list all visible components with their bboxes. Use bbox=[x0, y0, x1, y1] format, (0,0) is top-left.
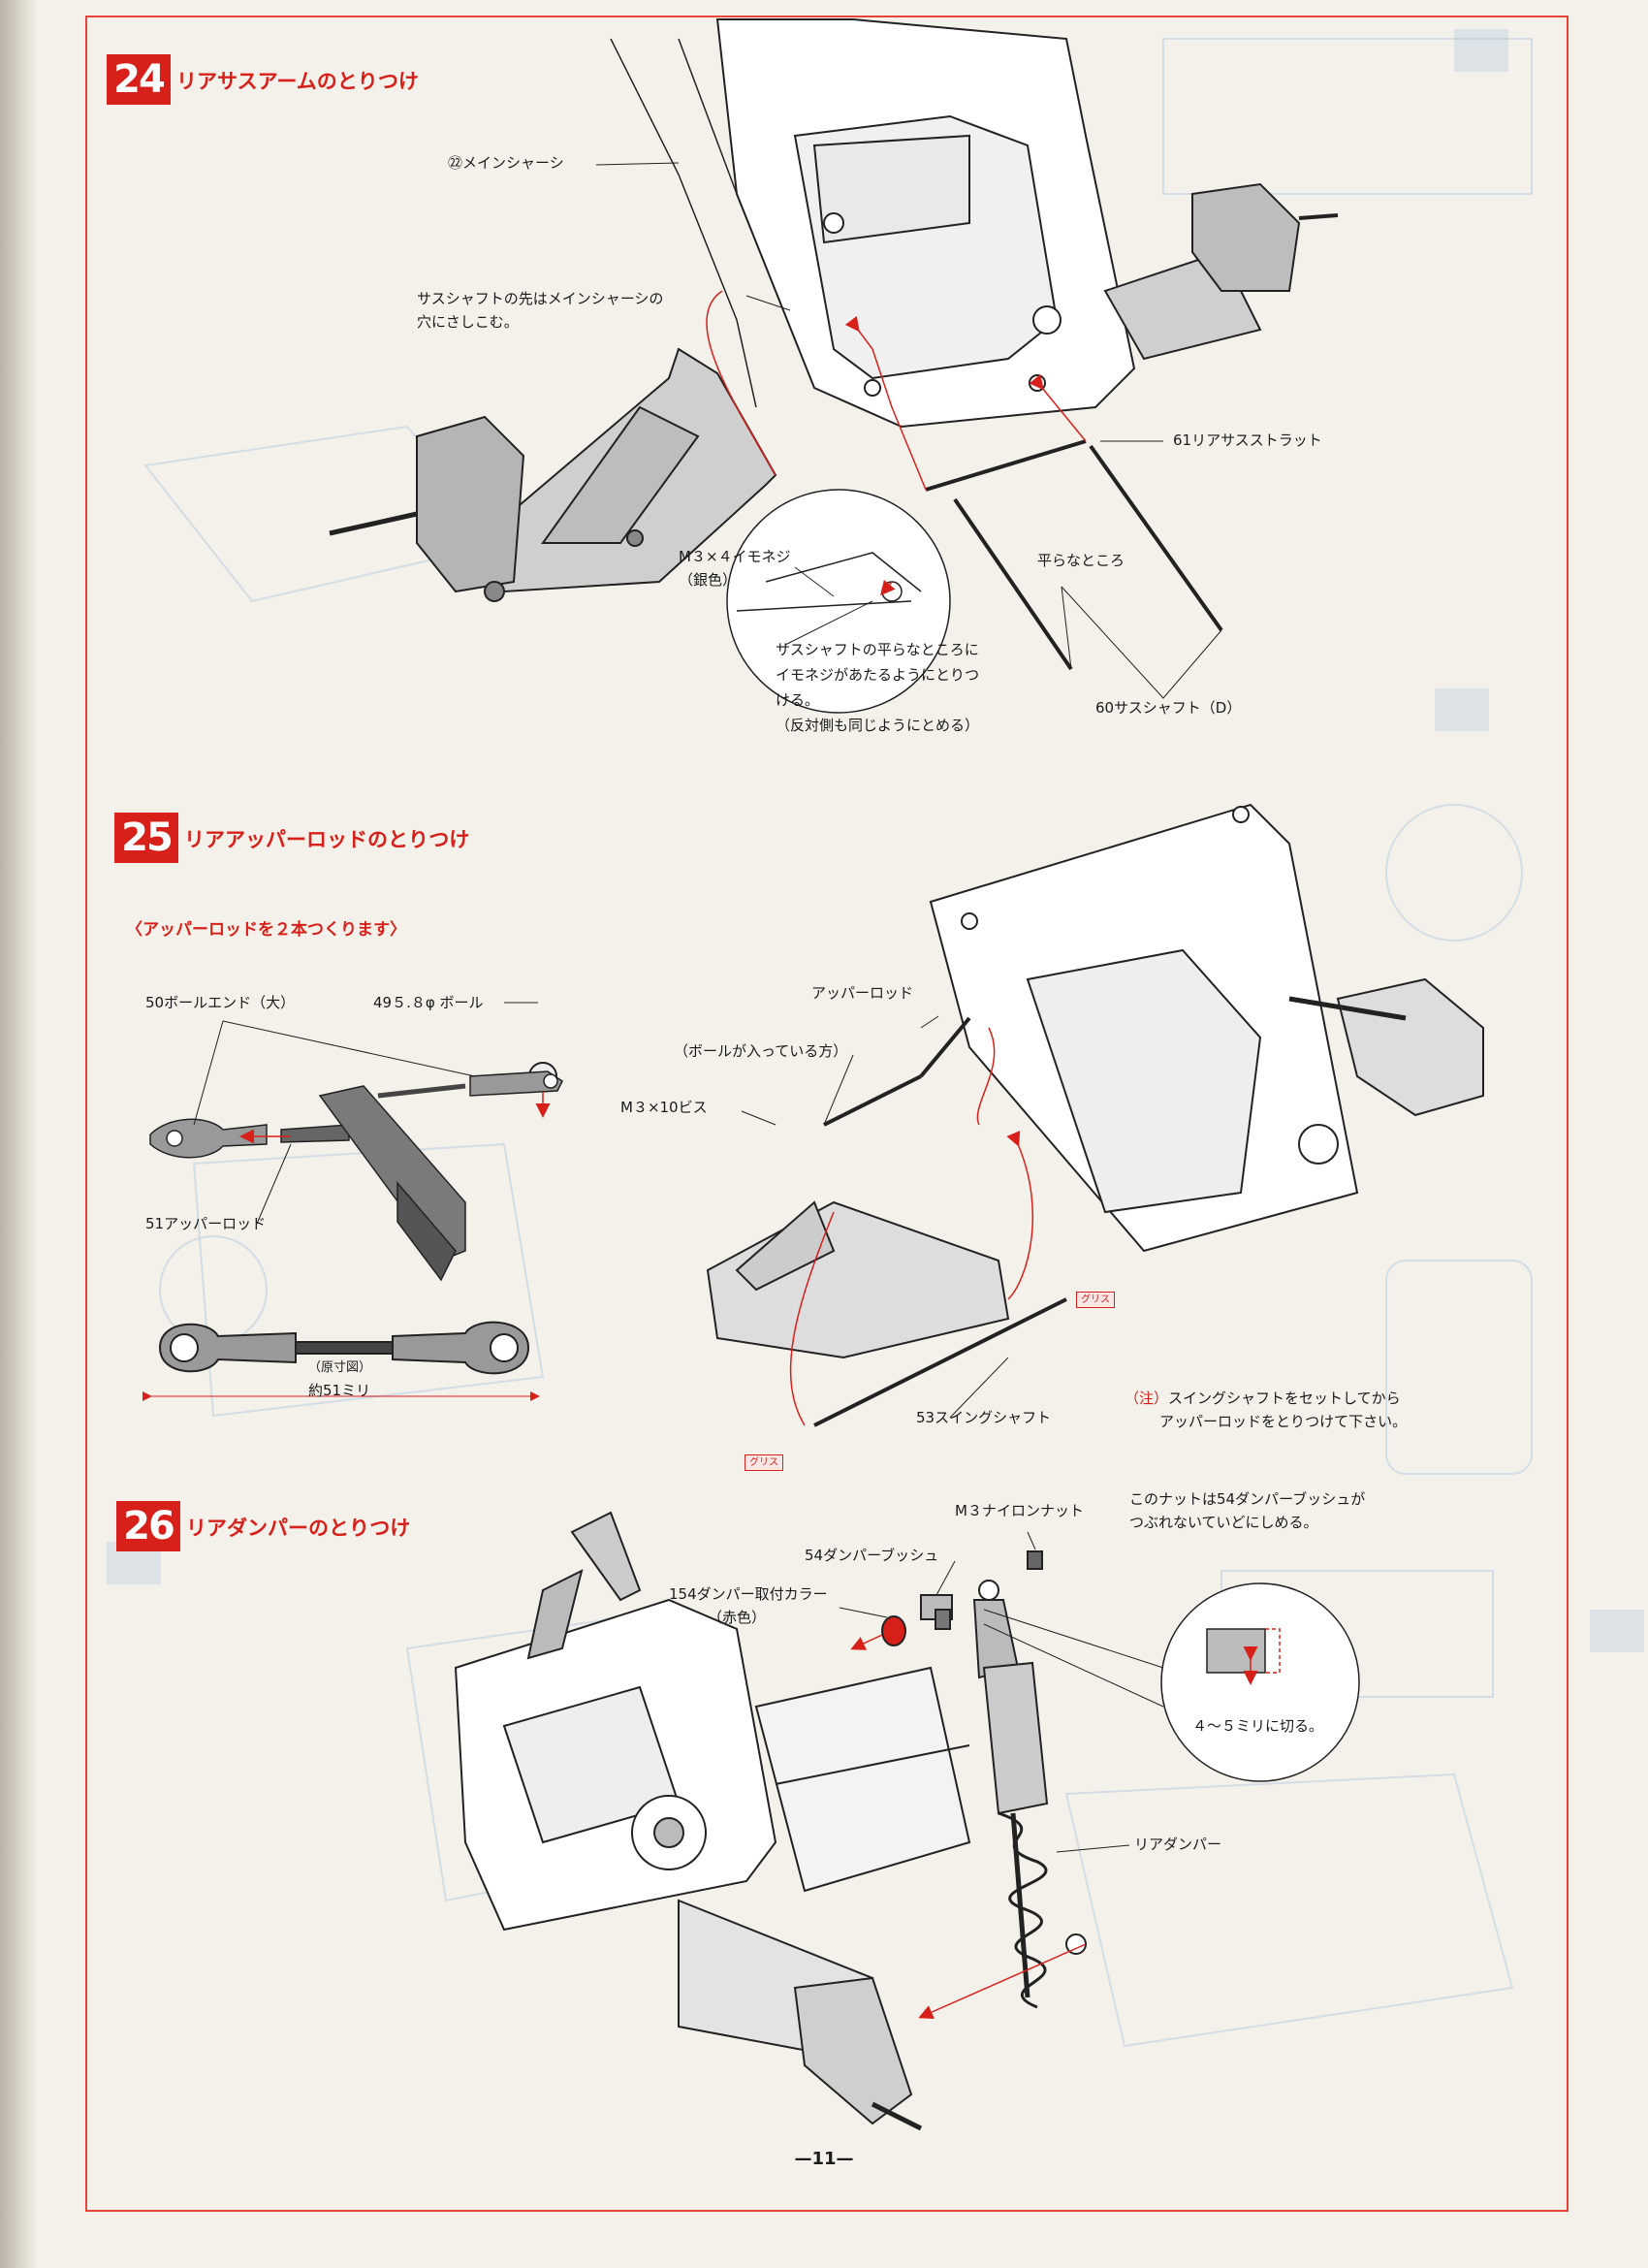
step26-small-parts bbox=[881, 1550, 1043, 1646]
step24-chassis bbox=[610, 18, 1136, 429]
step26-cut-inset bbox=[1160, 1582, 1360, 1782]
step25-rods bbox=[813, 1016, 1067, 1427]
binding-edge bbox=[0, 0, 35, 2268]
grease-tag-upper: グリス bbox=[1076, 1292, 1115, 1308]
label-rear-strut: 61リアサスストラット bbox=[1173, 431, 1322, 449]
step26-red-guides bbox=[850, 1634, 1258, 2020]
step26-chassis bbox=[454, 1598, 971, 1932]
step-25-number: 25 bbox=[114, 813, 178, 863]
label-nylon-nut: M３ナイロンナット bbox=[955, 1502, 1084, 1519]
step-25-title: リアアッパーロッドのとりつけ bbox=[184, 828, 470, 851]
step25-leaders bbox=[193, 1002, 1009, 1419]
step25-red-guides bbox=[239, 1027, 1034, 1426]
step26-rear-damper bbox=[972, 1580, 1087, 2009]
label-set-note-3: ける。 bbox=[776, 691, 820, 709]
label-swing-shaft: 53スイングシャフト bbox=[916, 1409, 1052, 1426]
label-upper-rod: アッパーロッド bbox=[811, 984, 914, 1002]
step26-back-shock bbox=[526, 1511, 642, 1660]
label-sus-shaft: 60サスシャフト（D） bbox=[1095, 699, 1242, 717]
label-screw-m3x10: M３×10ビス bbox=[620, 1099, 708, 1116]
label-set-note-1: サスシャフトの平らなところに bbox=[776, 641, 979, 658]
label-shaft-note-1: サスシャフトの先はメインシャーシの bbox=[417, 290, 664, 307]
note-mark: （注） bbox=[1125, 1390, 1169, 1407]
label-main-chassis: ㉒メインシャーシ bbox=[448, 154, 564, 172]
label-set-note-4: （反対側も同じようにとめる） bbox=[776, 717, 980, 734]
step26-leaders bbox=[839, 1531, 1164, 1853]
grease-tag-lower: グリス bbox=[745, 1454, 783, 1471]
label-set-screw: M３×４イモネジ bbox=[679, 548, 791, 565]
page-number: —11— bbox=[794, 2149, 854, 2169]
label-note-mark: （注）スイングシャフトをセットしてから bbox=[1125, 1389, 1401, 1410]
label-cut-length: ４～５ミリに切る。 bbox=[1192, 1717, 1324, 1735]
label-actual-size: （原寸図） bbox=[308, 1360, 372, 1375]
step24-leaders bbox=[595, 162, 1222, 699]
step25-pliers bbox=[318, 1085, 466, 1282]
label-make-two: 〈アッパーロッドを２本つくります〉 bbox=[126, 920, 406, 940]
label-ball: 49５.８φ ボール bbox=[373, 994, 484, 1011]
label-flat-part: 平らなところ bbox=[1037, 552, 1125, 569]
label-shaft-note-2: 穴にさしこむ。 bbox=[417, 313, 519, 331]
red-page-frame bbox=[85, 16, 1569, 2212]
label-ball-side: （ボールが入っている方） bbox=[674, 1042, 848, 1060]
step24-inset bbox=[726, 489, 951, 714]
label-set-note-2: イモネジがあたるようにとりつ bbox=[776, 666, 980, 684]
step25-right-hub bbox=[1288, 977, 1484, 1117]
step26-arm bbox=[678, 1899, 923, 2131]
label-nut-note-2: つぶれないていどにしめる。 bbox=[1129, 1514, 1318, 1531]
step25-ball-end-parts bbox=[149, 1062, 563, 1159]
step-24-number: 24 bbox=[107, 54, 171, 105]
label-nut-note-1: このナットは54ダンパーブッシュが bbox=[1129, 1490, 1366, 1508]
step24-strut-shafts bbox=[925, 439, 1223, 671]
label-note-line-2: アッパーロッドをとりつけて下さい。 bbox=[1159, 1413, 1408, 1430]
step25-rod-actual-size bbox=[143, 1321, 540, 1401]
step24-red-guides bbox=[706, 290, 1087, 596]
step25-chassis bbox=[929, 803, 1359, 1253]
step-26-title: リアダンパーのとりつけ bbox=[186, 1517, 411, 1540]
step-26-number: 26 bbox=[116, 1501, 180, 1551]
label-length: 約51ミリ bbox=[308, 1382, 371, 1399]
label-ball-end: 50ボールエンド（大） bbox=[145, 994, 296, 1011]
label-collar-color: （赤色） bbox=[708, 1609, 767, 1626]
label-damper-bush: 54ダンパーブッシュ bbox=[805, 1547, 939, 1564]
step25-arm bbox=[706, 1200, 1010, 1359]
step-24-title: リアサスアームのとりつけ bbox=[176, 70, 419, 93]
label-collar: 154ダンパー取付カラー bbox=[669, 1585, 828, 1603]
note-line-1: スイングシャフトをセットしてから bbox=[1168, 1390, 1401, 1407]
label-rear-damper: リアダンパー bbox=[1134, 1836, 1222, 1853]
label-set-screw-color: （銀色） bbox=[679, 571, 738, 589]
label-upper-rod-part: 51アッパーロッド bbox=[145, 1215, 267, 1232]
step24-right-arm bbox=[1103, 182, 1339, 361]
